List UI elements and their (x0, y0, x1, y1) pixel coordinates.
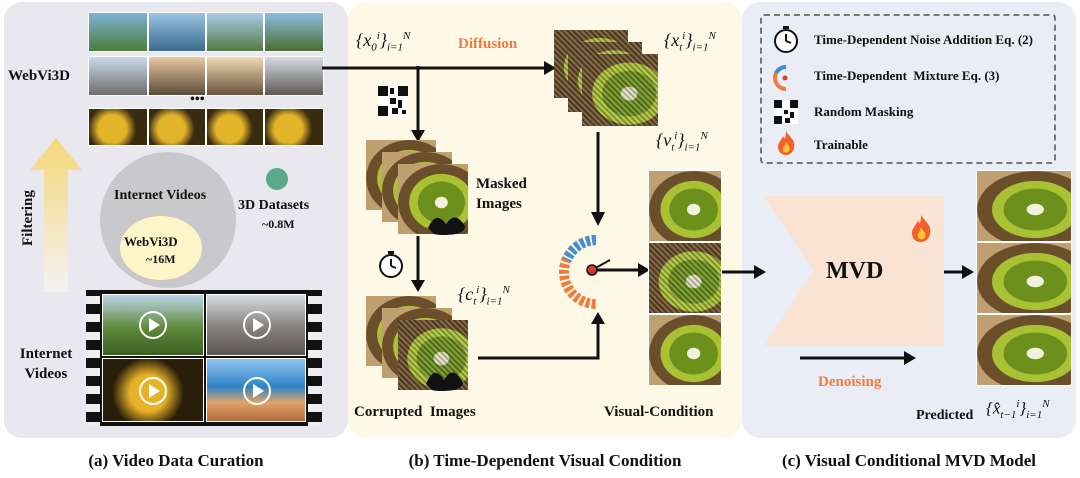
play-icon (243, 377, 271, 405)
play-icon (243, 311, 271, 339)
arrow-down-to-mask (411, 66, 425, 142)
math-x0: {x0i}i=1N (356, 30, 411, 54)
arrow-from-mvd (944, 265, 974, 279)
legend-box (760, 14, 1056, 164)
webvi3d-count: ~16M (146, 252, 176, 266)
predicted-image-3 (976, 314, 1072, 386)
visual-condition-image-1 (648, 170, 722, 242)
math-xt: {xti}i=1N (664, 30, 716, 54)
caption-a: (a) Video Data Curation (88, 451, 264, 470)
diffusion-label: Diffusion (458, 36, 518, 52)
timer-icon (774, 26, 798, 53)
visual-condition-image-3 (648, 314, 722, 386)
corrupted-mask-blob (426, 372, 463, 391)
play-icon (139, 377, 167, 405)
mixture-gauge-icon (559, 235, 611, 309)
predicted-image-1 (976, 170, 1072, 242)
arrow-gauge-to-visual (596, 263, 650, 277)
webvi3d-label: WebVi3D (8, 68, 70, 84)
legend-item-mixture: Time-Dependent Mixture Eq. (3) (814, 68, 1000, 83)
arrow-down-to-gauge (591, 132, 605, 226)
caption-c: (c) Visual Conditional MVD Model (781, 451, 1037, 470)
corrupted-images-label: Corrupted Images (354, 404, 476, 420)
filtering-arrow-icon (30, 138, 82, 292)
video-strip-2 (88, 56, 324, 96)
legend-item-random-masking: Random Masking (814, 104, 914, 119)
mixture-gauge-icon (773, 65, 788, 91)
internet-videos-label: Internet Videos (19, 346, 73, 382)
denoising-arrow (800, 351, 916, 365)
webvi3d-circle (120, 216, 202, 280)
flame-icon (912, 215, 931, 242)
flame-icon (778, 131, 795, 155)
arrow-down-to-corrupted (411, 236, 425, 292)
mask-blob (428, 217, 465, 235)
noisy-image-front (582, 54, 658, 126)
denoising-label: Denoising (818, 374, 882, 390)
visual-condition-label: Visual-Condition (604, 404, 714, 420)
legend-item-trainable: Trainable (814, 137, 868, 152)
timer-icon (379, 251, 403, 278)
qr-mask-icon (378, 86, 408, 116)
mvd-model-block (764, 196, 944, 346)
play-icon (139, 311, 167, 339)
video-strip-3 (88, 108, 324, 146)
predicted-label: Predicted (916, 408, 974, 423)
ellipsis: ••• (190, 92, 205, 107)
math-vt: {vti}i=1N (656, 130, 708, 154)
legend-item-noise-addition: Time-Dependent Noise Addition Eq. (2) (814, 32, 1033, 47)
datasets-label: 3D Datasets (238, 198, 310, 213)
visual-condition-image-2 (648, 242, 722, 314)
internet-videos-circle-label: Internet Videos (114, 188, 207, 203)
datasets-count: ~0.8M (262, 217, 295, 231)
diffusion-arrow (322, 61, 556, 75)
math-x-hat: {x̂t−1i}i=1N (986, 398, 1050, 422)
predicted-image-2 (976, 242, 1072, 314)
video-strip-1 (88, 12, 324, 52)
dataset-dot (266, 168, 288, 190)
arrow-corrupted-to-gauge (478, 312, 605, 360)
arrow-to-mvd (722, 265, 766, 279)
mvd-label: MVD (826, 258, 884, 284)
webvi3d-circle-label: WebVi3D (124, 234, 178, 249)
math-ct: {cti}i=1N (458, 284, 510, 308)
caption-b: (b) Time-Dependent Visual Condition (408, 451, 682, 470)
qr-mask-icon (774, 100, 798, 124)
filtering-label: Filtering (20, 190, 36, 246)
masked-images-label: Masked Images (476, 176, 527, 212)
film-strip (86, 290, 322, 426)
